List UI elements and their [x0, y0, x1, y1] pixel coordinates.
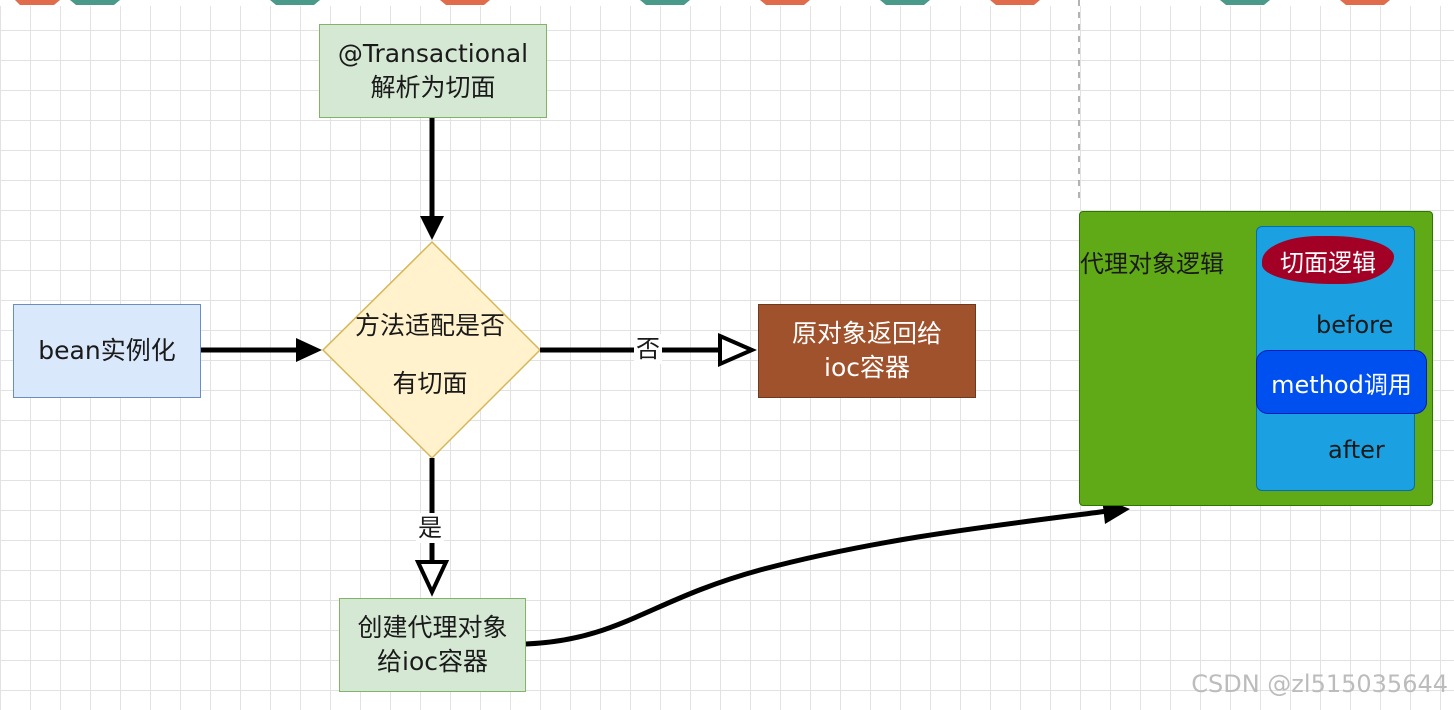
bean-label: bean实例化	[38, 336, 176, 365]
method-call-label: method调用	[1271, 370, 1412, 399]
arrowhead-right	[296, 338, 322, 362]
aspect-logic-label: 切面逻辑	[1280, 248, 1376, 277]
decision-line1: 方法适配是否	[354, 311, 505, 340]
top-stripes	[0, 0, 1454, 6]
edge-create-to-proxy	[525, 508, 1109, 647]
transactional-line1: @Transactional	[337, 39, 529, 68]
create-line2: 给ioc容器	[377, 647, 488, 676]
original-line1: 原对象返回给	[791, 319, 942, 348]
method-call-box: method调用	[1256, 350, 1427, 414]
open-arrowhead-down	[414, 560, 450, 597]
transactional-line2: 解析为切面	[370, 73, 496, 102]
original-line2: ioc容器	[824, 353, 910, 382]
watermark: CSDN @zl515035644	[1191, 670, 1448, 698]
edge-label-yes: 是	[416, 513, 444, 543]
after-label: after	[1328, 436, 1385, 464]
proxy-logic-label: 代理对象逻辑	[1080, 250, 1224, 278]
open-arrowhead-right	[718, 332, 757, 368]
before-label: before	[1316, 311, 1394, 339]
decision-text: 方法适配是否 有切面	[330, 300, 530, 410]
decision-line2: 有切面	[392, 369, 468, 398]
aspect-logic-cloud: 切面逻辑	[1262, 236, 1394, 284]
transactional-node: @Transactional 解析为切面	[319, 24, 547, 118]
edge-label-no: 否	[634, 334, 662, 364]
create-line1: 创建代理对象	[357, 613, 508, 642]
create-proxy-node: 创建代理对象 给ioc容器	[339, 598, 526, 692]
arrowhead-down	[420, 216, 444, 240]
bean-instantiation-node: bean实例化	[13, 304, 201, 398]
original-object-node: 原对象返回给 ioc容器	[758, 304, 976, 398]
